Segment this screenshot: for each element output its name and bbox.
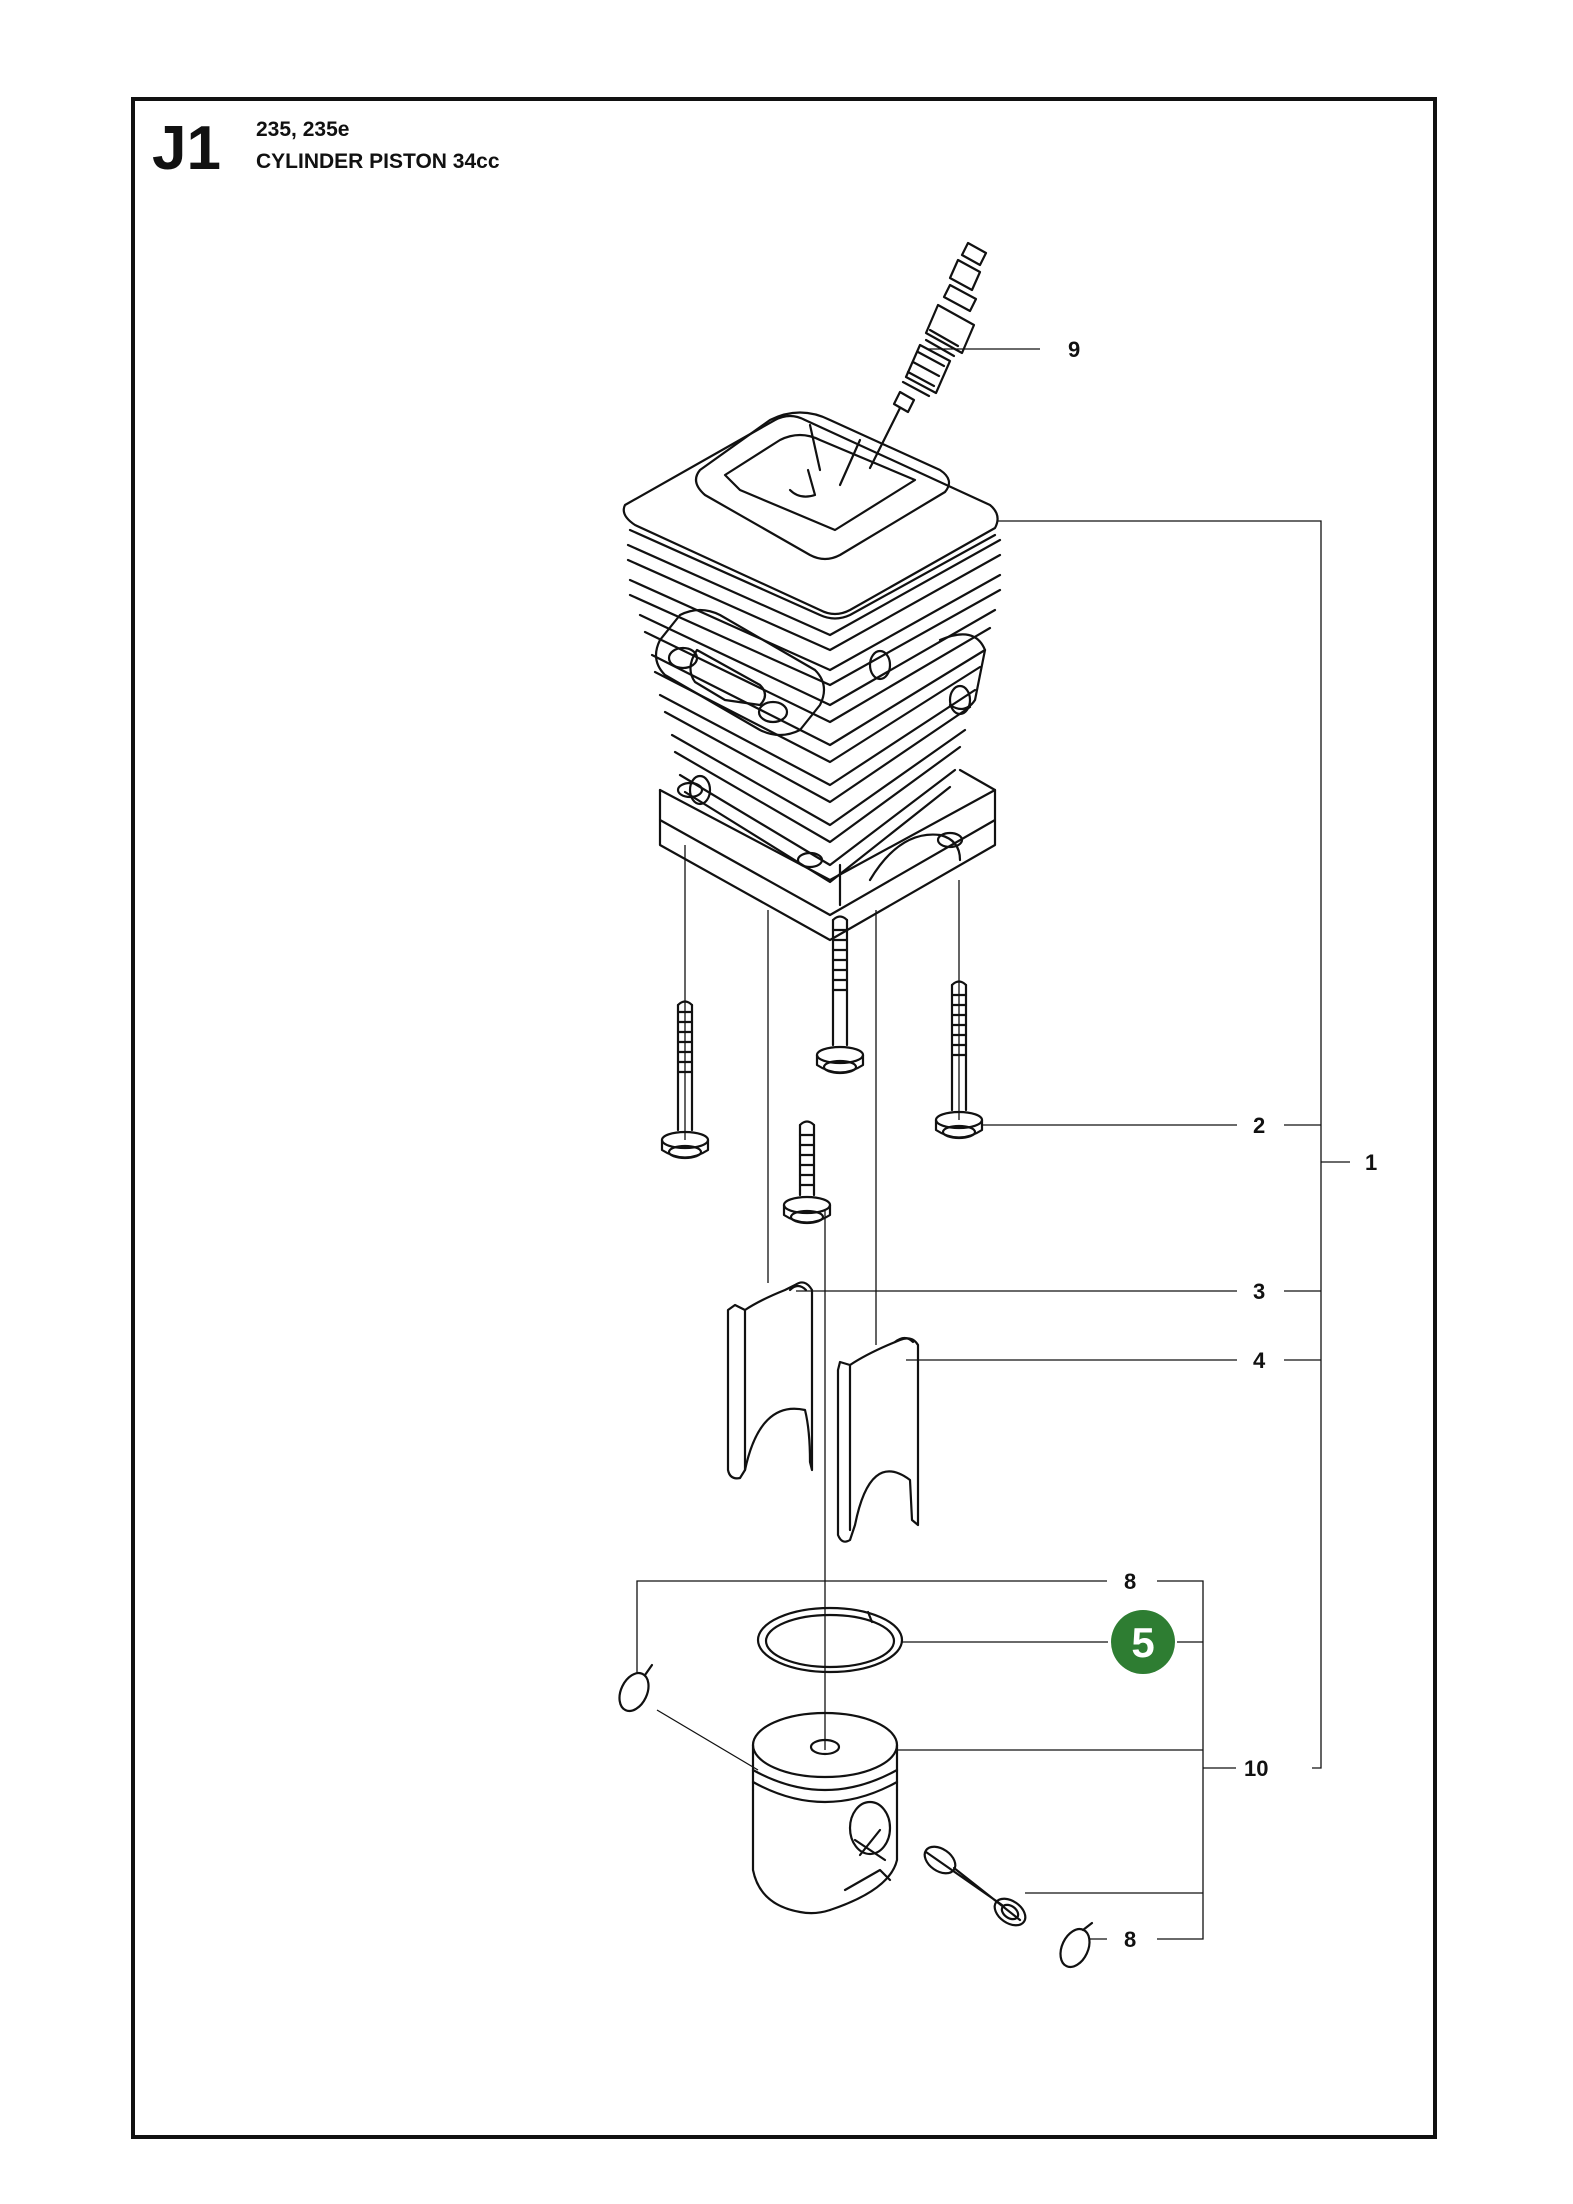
screw-center-rear[interactable] bbox=[815, 915, 865, 1075]
model-list: 235, 235e bbox=[256, 118, 350, 141]
callout-8-bottom: 8 bbox=[1124, 1927, 1136, 1952]
screw-center-front[interactable] bbox=[782, 1120, 832, 1225]
piston-ring[interactable] bbox=[756, 1606, 904, 1674]
section-id: J1 bbox=[152, 114, 221, 183]
piston-pin[interactable] bbox=[920, 1841, 1030, 1931]
circlip-right[interactable] bbox=[1055, 1921, 1095, 1972]
callout-8-top: 8 bbox=[1124, 1569, 1136, 1594]
circlip-left[interactable] bbox=[614, 1663, 654, 1716]
callout-1: 1 bbox=[1365, 1150, 1377, 1175]
page-title: CYLINDER PISTON 34cc bbox=[256, 150, 500, 173]
callout-3: 3 bbox=[1253, 1279, 1265, 1304]
spark-plug[interactable] bbox=[868, 241, 988, 470]
callout-5-highlight[interactable]: 5 bbox=[1111, 1610, 1175, 1674]
callout-5: 5 bbox=[1131, 1619, 1154, 1666]
gasket-right[interactable] bbox=[836, 1336, 920, 1543]
piston[interactable] bbox=[751, 1711, 899, 1915]
callout-2: 2 bbox=[1253, 1113, 1265, 1138]
gasket-left[interactable] bbox=[726, 1281, 814, 1480]
cylinder[interactable] bbox=[622, 411, 1002, 942]
callout-10: 10 bbox=[1244, 1756, 1268, 1781]
diagram-frame bbox=[131, 97, 1437, 2139]
callout-4: 4 bbox=[1253, 1348, 1266, 1373]
callout-9: 9 bbox=[1068, 337, 1080, 362]
